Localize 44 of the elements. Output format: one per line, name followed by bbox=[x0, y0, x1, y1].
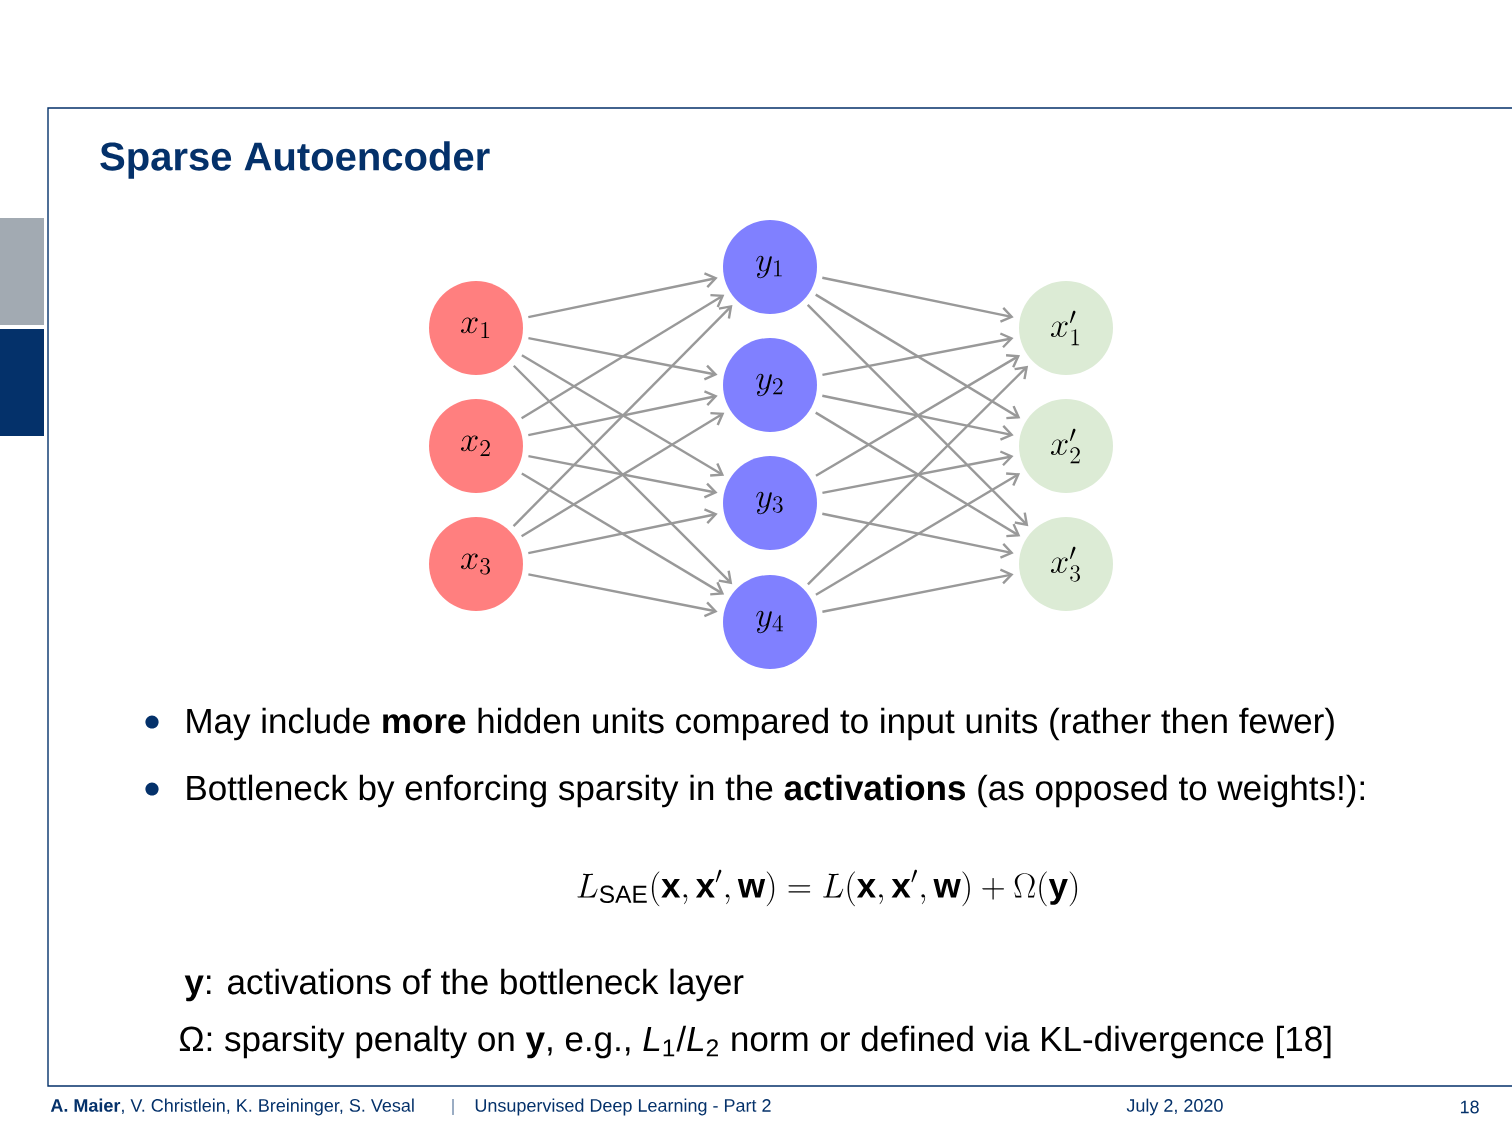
arrow bbox=[815, 354, 1021, 477]
arrow bbox=[815, 293, 1021, 420]
footer-text: A. Maier, V. Christlein, K. Breininger, S. Vesal bbox=[50, 1098, 414, 1116]
arrow bbox=[528, 508, 718, 555]
hidden-neuron: $y_3$ bbox=[723, 456, 817, 550]
arrow bbox=[521, 411, 725, 538]
arrow bbox=[521, 472, 725, 596]
arrow bbox=[512, 304, 733, 527]
arrow bbox=[512, 364, 733, 585]
arrow bbox=[822, 450, 1014, 495]
arrow bbox=[528, 455, 718, 499]
input-neuron: $x_1$ bbox=[429, 281, 523, 375]
input-neuron: $x_3$ bbox=[429, 517, 523, 611]
arrow bbox=[822, 568, 1014, 613]
arrow bbox=[521, 293, 725, 420]
footer-text: Unsupervised Deep Learning - Part 2 bbox=[475, 1098, 771, 1116]
slide-title: Sparse Autoencoder bbox=[100, 141, 490, 179]
input-neuron: $x_2$ bbox=[429, 399, 523, 493]
arrow bbox=[815, 411, 1021, 538]
footer-text: July 2, 2020 bbox=[1126, 1098, 1223, 1116]
arrow bbox=[822, 276, 1014, 323]
bullet-text: Bottleneck by enforcing sparsity in the activations (as opposed to weights!): bbox=[187, 774, 1364, 808]
arrow bbox=[528, 337, 718, 381]
arrow bbox=[822, 332, 1014, 377]
arrow bbox=[822, 512, 1014, 559]
bullet-text: May include more hidden units compared to input units (rather then fewer) bbox=[187, 707, 1334, 741]
arrow bbox=[815, 472, 1021, 596]
arrow bbox=[528, 272, 718, 319]
output-neuron: $x'_3$ bbox=[1019, 517, 1113, 611]
hidden-neuron: $y_1$ bbox=[723, 220, 817, 314]
output-neuron: $x'_2$ bbox=[1019, 399, 1113, 493]
definition-text: y: activations of the bottleneck layer bbox=[184, 968, 744, 1002]
arrow bbox=[528, 390, 718, 437]
hidden-neuron: $y_4$ bbox=[723, 575, 817, 669]
definition-text: Ω: sparsity penalty on y, e.g., L$_{1}$/L$_{2}$ norm or defined via KL-divergence [18] bbox=[179, 1025, 1331, 1059]
arrow bbox=[822, 394, 1014, 441]
arrow bbox=[521, 354, 725, 477]
arrow bbox=[807, 365, 1029, 586]
footer-text: 18 bbox=[1460, 1100, 1479, 1114]
arrow bbox=[806, 303, 1029, 527]
hidden-neuron: $y_2$ bbox=[723, 338, 817, 432]
arrow bbox=[528, 573, 718, 618]
loss-formula: $L_{\mathrm{SAE}}(\mathbf{x},\mathbf{x}',\mathbf{w}) = L(\mathbf{x},\mathbf{x}',\mathbf{w}) + \Omega(\mathbf{y})$ bbox=[577, 869, 1078, 907]
output-neuron: $x'_1$ bbox=[1019, 281, 1113, 375]
